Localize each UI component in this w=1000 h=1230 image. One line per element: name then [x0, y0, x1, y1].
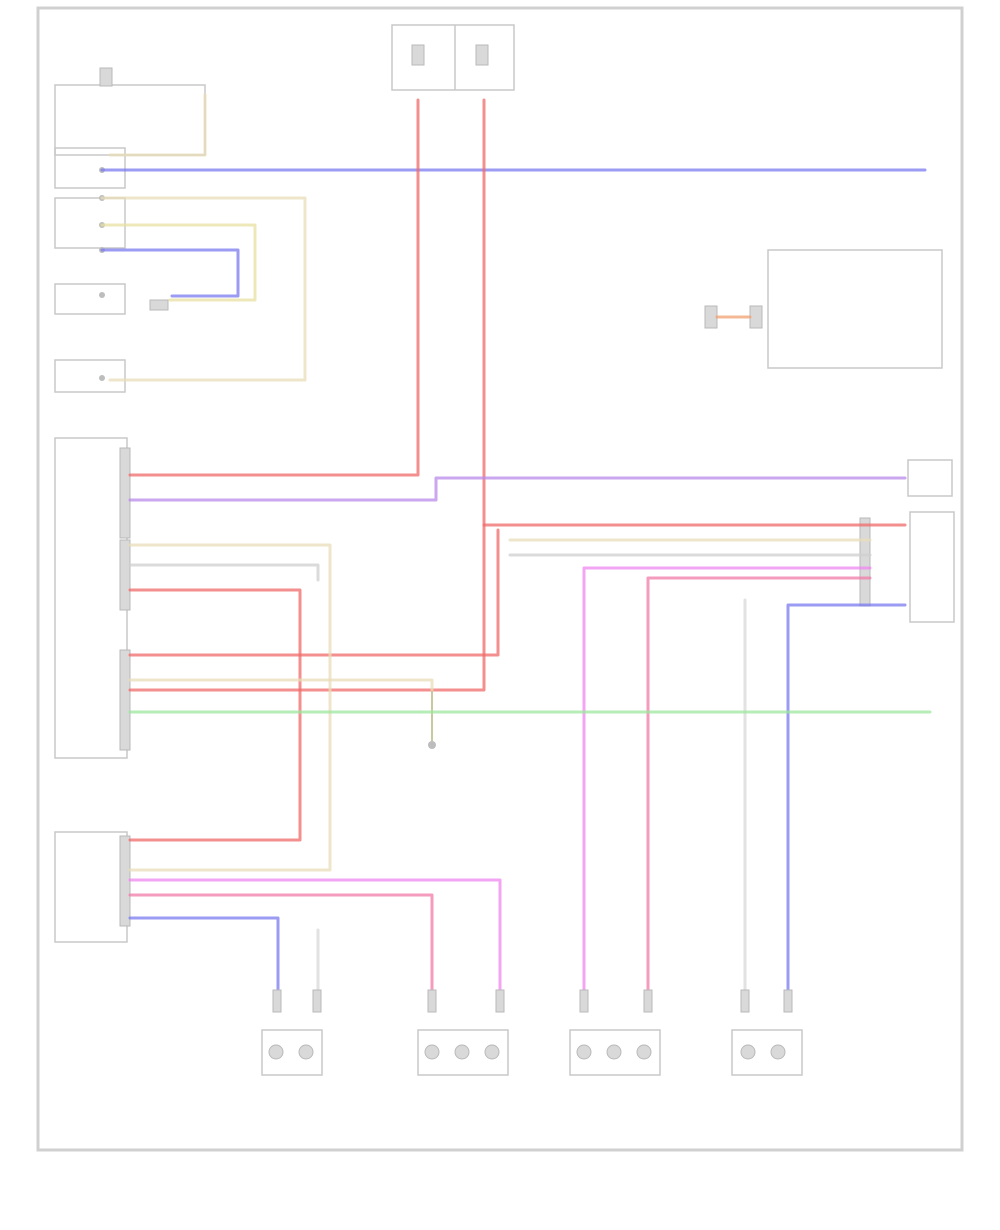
ground-point	[428, 690, 436, 749]
sensor-3	[569, 989, 661, 1076]
control-unit-lower	[54, 831, 131, 943]
fuse-block	[391, 24, 515, 91]
right-module-upper	[704, 249, 943, 369]
wire-tan-1	[108, 93, 207, 157]
wire-tan-3	[100, 223, 257, 302]
sensor-2	[417, 989, 509, 1076]
wire-tan-bundle	[128, 543, 332, 872]
sensor-4	[731, 989, 803, 1076]
wire-pink-1	[582, 566, 872, 992]
wire-pink-4	[128, 893, 434, 992]
wire-red-4	[128, 528, 500, 657]
wire-pink-2	[646, 576, 872, 992]
right-module-middle	[907, 459, 953, 497]
wire-pink-3	[128, 878, 502, 992]
sensor-1	[261, 989, 323, 1076]
switch-group-top-left	[54, 67, 206, 393]
wire-gray-bundle	[128, 563, 320, 582]
diagram-frame	[36, 6, 964, 1152]
wire-blue-small	[100, 248, 240, 298]
wire-red-fuse-2	[128, 98, 486, 692]
wire-violet	[128, 476, 907, 502]
wire-tan-2	[100, 196, 307, 382]
wire-blue-right	[786, 603, 907, 992]
wire-blue-lower	[128, 916, 280, 992]
control-unit-left	[54, 437, 131, 759]
wire-tan-ground	[128, 678, 434, 692]
wire-red-fuse-1	[128, 98, 420, 477]
wire-red-lower	[128, 588, 302, 842]
